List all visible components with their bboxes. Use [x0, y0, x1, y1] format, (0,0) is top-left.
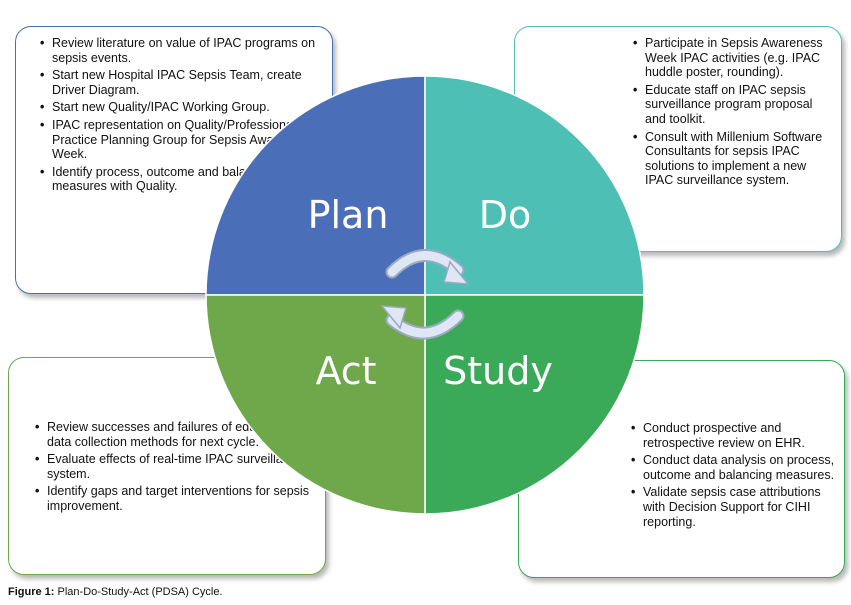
do-item: Participate in Sepsis Awareness Week IPA… — [633, 36, 833, 80]
caption-text: Plan-Do-Study-Act (PDSA) Cycle. — [54, 586, 223, 598]
plan-quadrant — [205, 75, 426, 296]
do-list: Participate in Sepsis Awareness Week IPA… — [631, 36, 833, 188]
act-list: Review successes and failures of educati… — [33, 420, 317, 514]
plan-item: Start new Quality/IPAC Working Group. — [40, 100, 324, 115]
act-item: Identify gaps and target interventions f… — [35, 484, 317, 513]
study-list: Conduct prospective and retrospective re… — [629, 421, 836, 529]
act-label: Act — [315, 349, 376, 393]
plan-label: Plan — [308, 193, 389, 237]
act-item: Evaluate effects of real-time IPAC surve… — [35, 452, 317, 481]
plan-item: IPAC representation on Quality/Professio… — [40, 118, 324, 162]
figure-caption: Figure 1: Plan-Do-Study-Act (PDSA) Cycle… — [8, 586, 223, 598]
act-item: Review successes and failures of educati… — [35, 420, 317, 449]
study-item: Conduct prospective and retrospective re… — [631, 421, 836, 450]
do-quadrant — [424, 75, 645, 296]
do-item: Educate staff on IPAC sepsis surveillanc… — [633, 83, 833, 127]
caption-label: Figure 1: — [8, 586, 55, 598]
do-item: Consult with Millenium Software Consulta… — [633, 130, 833, 188]
study-quadrant — [424, 294, 645, 515]
study-item: Conduct data analysis on process, outcom… — [631, 453, 836, 482]
do-label: Do — [479, 193, 532, 237]
plan-item: Identify process, outcome and balancing … — [40, 165, 324, 194]
plan-item: Start new Hospital IPAC Sepsis Team, cre… — [40, 68, 324, 97]
study-label: Study — [443, 349, 553, 393]
plan-list: Review literature on value of IPAC progr… — [38, 36, 324, 194]
plan-item: Review literature on value of IPAC progr… — [40, 36, 324, 65]
cycle-arrows-icon — [380, 249, 470, 340]
study-item: Validate sepsis case attributions with D… — [631, 485, 836, 529]
act-quadrant — [205, 294, 426, 515]
